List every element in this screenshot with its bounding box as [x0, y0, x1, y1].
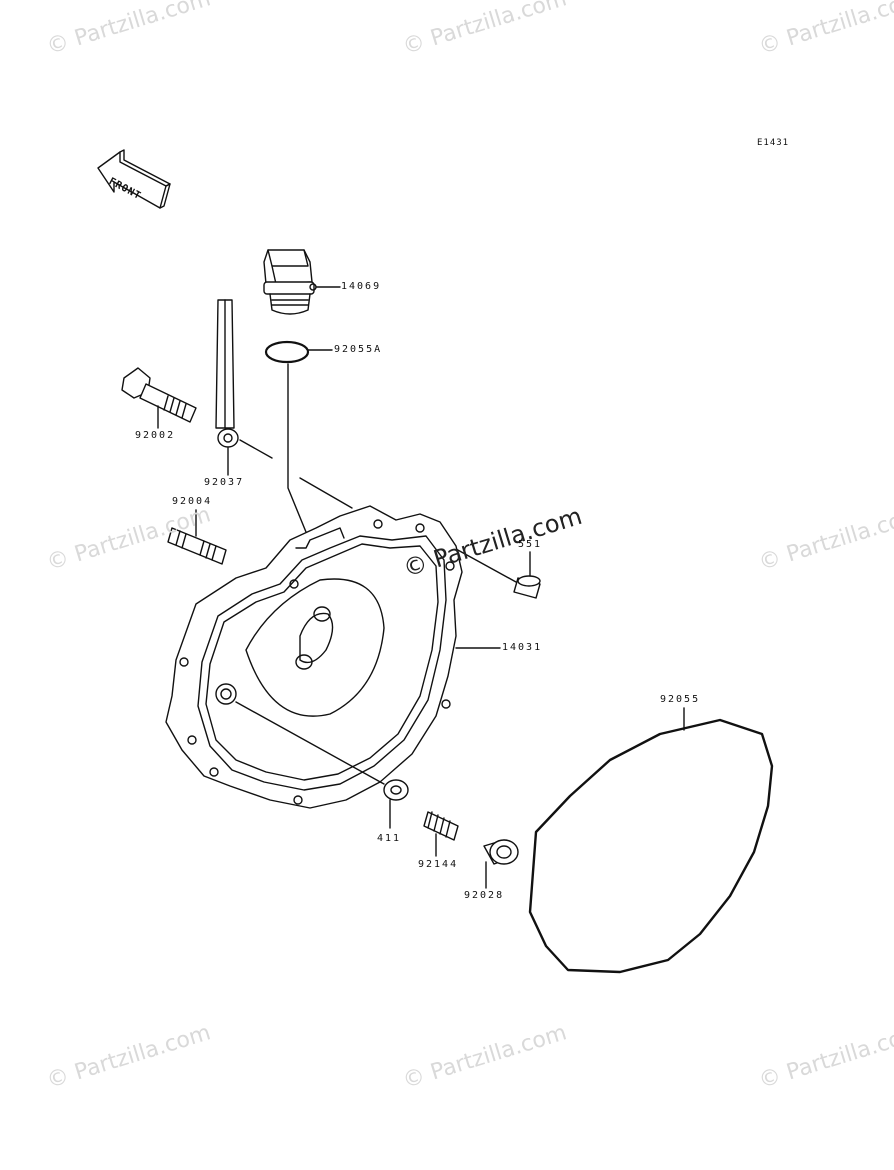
dowel-pin [513, 575, 541, 599]
assembly-line-holder [239, 439, 273, 459]
front-arrow-icon [97, 149, 171, 209]
washer [383, 779, 409, 801]
part-label-92055: 92055 [660, 694, 701, 705]
part-label-551: 551 [518, 539, 543, 550]
part-label-14069: 14069 [341, 281, 382, 292]
assembly-line-washer [235, 701, 385, 785]
assembly-line-holder-2 [299, 477, 353, 509]
cover [165, 505, 463, 809]
gasket [528, 718, 774, 974]
part-label-92055a: 92055A [334, 344, 383, 355]
part-label-14031: 14031 [502, 642, 543, 653]
part-label-92028: 92028 [464, 890, 505, 901]
part-label-92144: 92144 [418, 859, 459, 870]
dipstick-holder [215, 299, 239, 448]
o-ring-cap [264, 340, 310, 364]
bolt [121, 367, 197, 423]
collar [483, 839, 519, 865]
part-label-411: 411 [377, 833, 402, 844]
oil-filler-cap [263, 249, 317, 315]
diagram-code: E1431 [757, 138, 790, 148]
part-label-92002: 92002 [135, 430, 176, 441]
stud [167, 527, 227, 565]
part-label-92037: 92037 [204, 477, 245, 488]
spring [423, 811, 459, 841]
part-label-92004: 92004 [172, 496, 213, 507]
assembly-line-cap [287, 363, 307, 533]
